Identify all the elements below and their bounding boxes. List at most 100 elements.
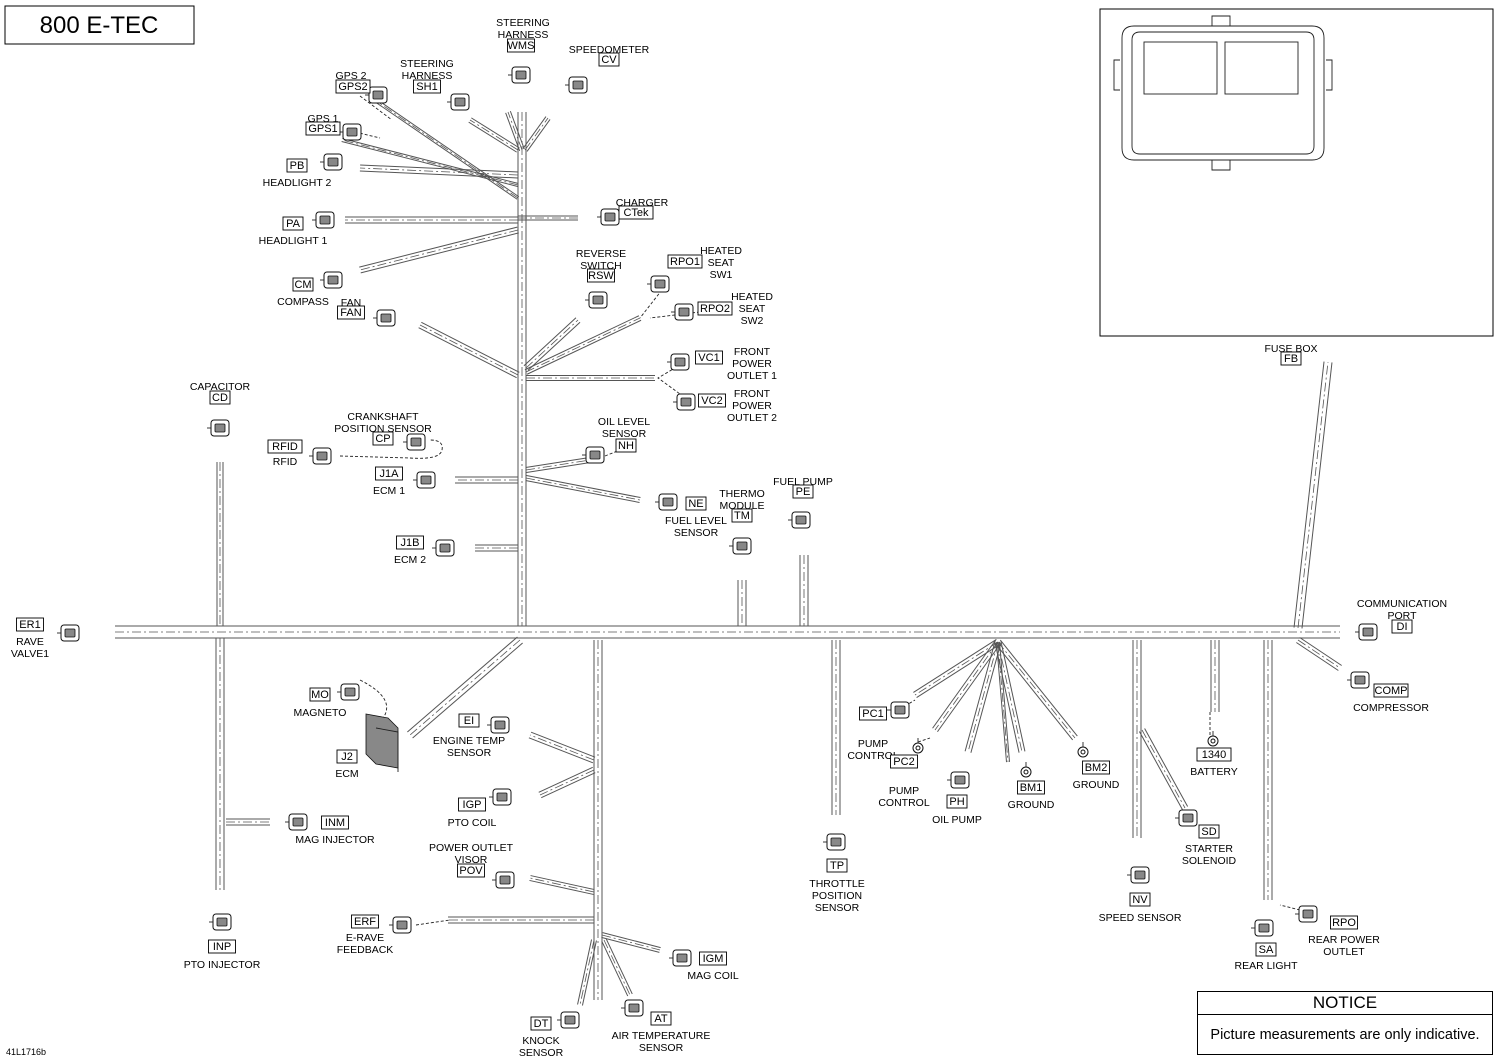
component-name: BATTERY [1190, 766, 1237, 778]
component-code: NH [618, 440, 634, 452]
component-code-box [372, 431, 394, 446]
connector-gps2-icon [365, 86, 388, 104]
component-code: DI [1397, 621, 1408, 633]
component-name: VALVE1 [11, 648, 49, 660]
component-name: ECM [335, 768, 358, 780]
component-code: COMP [1375, 685, 1408, 697]
drawing-code: 41L1716b [6, 1047, 46, 1057]
component-name: SENSOR [602, 428, 647, 440]
component-code-box [1129, 892, 1151, 907]
component-name: HEADLIGHT 2 [263, 177, 332, 189]
component-pa: HEADLIGHT 1 PA [259, 216, 328, 247]
component-code-box [792, 484, 814, 499]
component-code-box [731, 508, 753, 523]
component-code: MO [311, 689, 329, 701]
component-code: FB [1284, 353, 1298, 365]
component-code-box [16, 617, 44, 632]
component-code: SH1 [416, 81, 437, 93]
connector-pa-icon [312, 211, 335, 229]
component-code: INM [325, 817, 345, 829]
component-name: CRANKSHAFT [347, 411, 419, 423]
component-code-box [208, 939, 236, 954]
component-cm: COMPASS CM [277, 277, 329, 308]
component-name: GPS 2 [336, 70, 367, 82]
connector-bat-icon [1207, 731, 1219, 747]
connector-ph-icon [947, 771, 970, 789]
component-name: HEADLIGHT 1 [259, 235, 328, 247]
component-code: J1B [401, 537, 420, 549]
component-name: PUMP [889, 785, 919, 797]
component-code-box [267, 439, 303, 454]
component-code-box [650, 1011, 672, 1026]
component-name: SPEED SENSOR [1099, 912, 1182, 924]
component-name: VISOR [455, 854, 488, 866]
component-code-box [1373, 683, 1409, 698]
connector-di-icon [1355, 623, 1378, 641]
component-code-box [413, 79, 441, 94]
component-code-box [286, 158, 308, 173]
component-code-box [375, 466, 403, 481]
component-code: GPS2 [338, 81, 367, 93]
connector-at-icon [621, 999, 644, 1017]
component-code-box [698, 393, 726, 408]
component-code: POV [459, 865, 483, 877]
component-name: COMPASS [277, 296, 329, 308]
component-code-box [826, 858, 848, 873]
connector-vc2-icon [673, 393, 696, 411]
component-code-box [458, 797, 486, 812]
component-code: RPO1 [670, 256, 700, 268]
connector-igp-icon [489, 788, 512, 806]
connector-wms-icon [508, 66, 531, 84]
connector-dt-icon [557, 1011, 580, 1029]
component-code: BM1 [1020, 782, 1043, 794]
component-code-box [667, 254, 703, 269]
component-code: CM [294, 279, 311, 291]
component-name: FUEL LEVEL [665, 515, 727, 527]
component-code: TP [830, 860, 844, 872]
connector-cp-icon [403, 433, 426, 451]
component-name: AIR TEMPERATURE [612, 1030, 711, 1042]
connector-bm2-icon [1077, 742, 1089, 758]
component-name: PTO INJECTOR [184, 959, 261, 971]
connector-fan-icon [373, 309, 396, 327]
component-code: PB [290, 160, 305, 172]
component-name: CONTROL [878, 797, 929, 809]
component-code: J2 [341, 751, 353, 763]
component-code: PA [286, 218, 301, 230]
connector-ne-icon [655, 493, 678, 511]
component-code: IGM [703, 953, 724, 965]
component-name: SENSOR [447, 747, 492, 759]
component-name: SENSOR [519, 1047, 564, 1059]
connector-ei-icon [487, 716, 510, 734]
connector-inm-icon [285, 813, 308, 831]
component-name: E-RAVE [346, 932, 384, 944]
component-code: NV [1132, 894, 1148, 906]
component-code-box [457, 863, 485, 878]
component-code: RFID [272, 441, 298, 453]
connector-pov-icon [492, 871, 515, 889]
component-name: SENSOR [639, 1042, 684, 1054]
component-name: GROUND [1008, 799, 1055, 811]
component-code: PH [949, 796, 964, 808]
component-bm1: GROUND BM1 [1008, 780, 1055, 811]
connector-pc1-icon [887, 701, 910, 719]
connector-gps1-icon [339, 123, 362, 141]
